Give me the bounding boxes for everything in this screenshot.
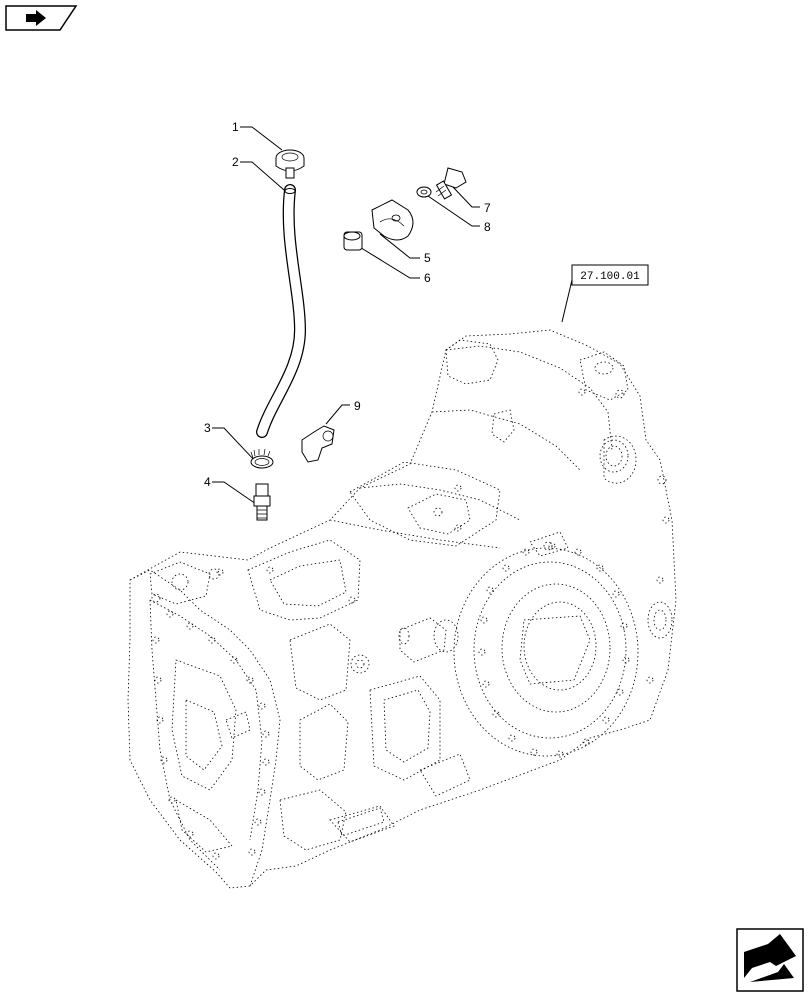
transmission-housing [127, 329, 677, 889]
hose-fitting [253, 483, 271, 521]
bolt [435, 167, 467, 200]
callout-6: 6 [424, 271, 431, 285]
reference-box[interactable]: 27.100.01 [571, 264, 649, 286]
breather-cap [275, 149, 305, 179]
reference-label: 27.100.01 [580, 271, 640, 283]
callout-3: 3 [204, 421, 211, 435]
spacer [343, 231, 363, 251]
callout-8: 8 [484, 220, 491, 234]
leader-lines [212, 126, 480, 505]
callout-1: 1 [232, 120, 239, 134]
hose-clip [371, 199, 414, 241]
callout-4: 4 [204, 475, 211, 489]
forward-arrow-icon[interactable] [736, 928, 804, 992]
elbow-fitting [301, 425, 335, 463]
hose-clamp [250, 448, 274, 469]
back-arrow-icon[interactable] [5, 5, 78, 31]
callout-2: 2 [232, 155, 239, 169]
callout-5: 5 [424, 251, 431, 265]
washer [416, 186, 432, 198]
callout-9: 9 [354, 399, 361, 413]
callout-7: 7 [484, 201, 491, 215]
breather-hose [256, 184, 307, 438]
